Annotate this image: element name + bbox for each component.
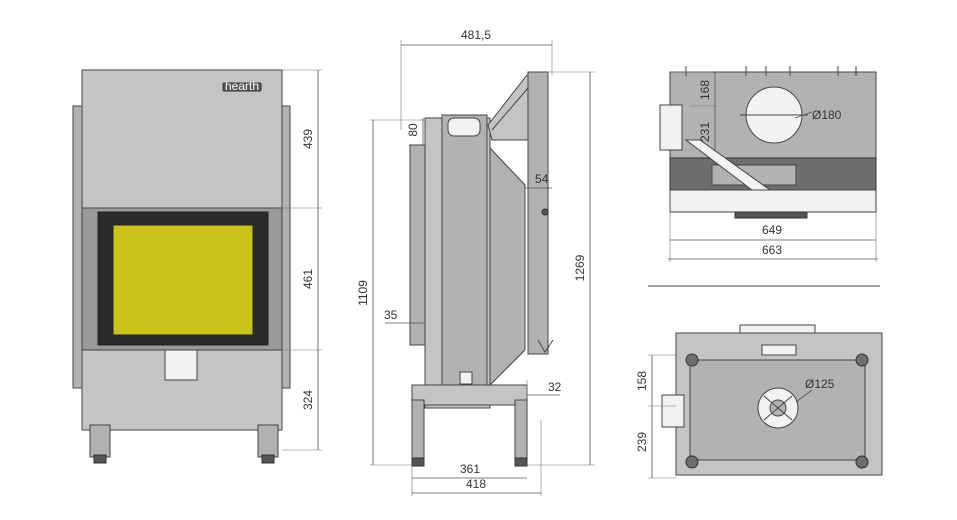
dim-front-439: 439 (301, 129, 315, 149)
bottom-handle (739, 324, 816, 334)
front-foot-right (261, 454, 275, 464)
dim-top-231: 231 (698, 122, 712, 142)
side-flue-collar (447, 117, 481, 137)
dim-bottom-239: 239 (635, 432, 649, 452)
side-hood-strut (491, 87, 529, 131)
side-leg-front (514, 399, 528, 461)
dim-bottom-d125: Ø125 (805, 377, 835, 391)
front-ash-door (164, 349, 198, 381)
dim-side-32: 32 (548, 380, 562, 394)
bottom-view: 158 239 Ø125 (635, 324, 883, 479)
side-base (411, 384, 528, 406)
side-foot-rear (411, 457, 425, 467)
dim-side-1109: 1109 (356, 280, 370, 306)
side-door-handle (537, 339, 554, 353)
dim-side-1269: 1269 (573, 254, 587, 281)
front-leg-left (89, 424, 111, 458)
dim-top-168: 168 (698, 80, 712, 100)
bottom-foot-3 (685, 455, 699, 469)
side-leg-rear (411, 399, 425, 461)
front-glass (112, 224, 254, 336)
dim-side-54: 54 (535, 172, 549, 186)
bottom-side-box (661, 394, 685, 428)
side-door-wedge (489, 146, 526, 387)
bottom-ash-tab (761, 344, 797, 356)
side-view: 481,5 1109 80 1269 54 35 32 361 418 (356, 28, 595, 496)
brand-logo-plate (222, 82, 262, 92)
front-foot-left (93, 454, 107, 464)
dim-side-481-5: 481,5 (461, 28, 491, 42)
top-view: 168 231 Ø180 649 663 (659, 66, 878, 262)
top-side-box (659, 104, 683, 151)
front-hood (81, 69, 283, 209)
front-leg-right (257, 424, 279, 458)
bottom-foot-1 (685, 353, 699, 367)
bottom-foot-2 (855, 353, 869, 367)
bottom-foot-4 (855, 455, 869, 469)
dim-top-663: 663 (762, 243, 782, 257)
side-hood-frame (487, 74, 534, 141)
front-view: hearth 439 461 324 (72, 69, 322, 464)
top-front-frame (669, 189, 877, 213)
dim-side-35: 35 (384, 308, 398, 322)
dim-side-361: 361 (460, 462, 480, 476)
dim-bottom-158: 158 (635, 371, 649, 391)
side-inner-body (441, 114, 488, 386)
side-ash-latch (459, 371, 473, 385)
top-door-handle (734, 211, 808, 219)
dim-side-80: 80 (406, 123, 420, 137)
dim-top-d180: Ø180 (812, 108, 842, 122)
brand-logo: hearth (225, 79, 259, 93)
dim-top-649: 649 (762, 223, 782, 237)
dim-front-461: 461 (301, 269, 315, 289)
side-door-hinge (541, 208, 549, 216)
dim-side-418: 418 (466, 477, 486, 491)
side-foot-front (514, 457, 528, 467)
dim-front-324: 324 (301, 390, 315, 410)
